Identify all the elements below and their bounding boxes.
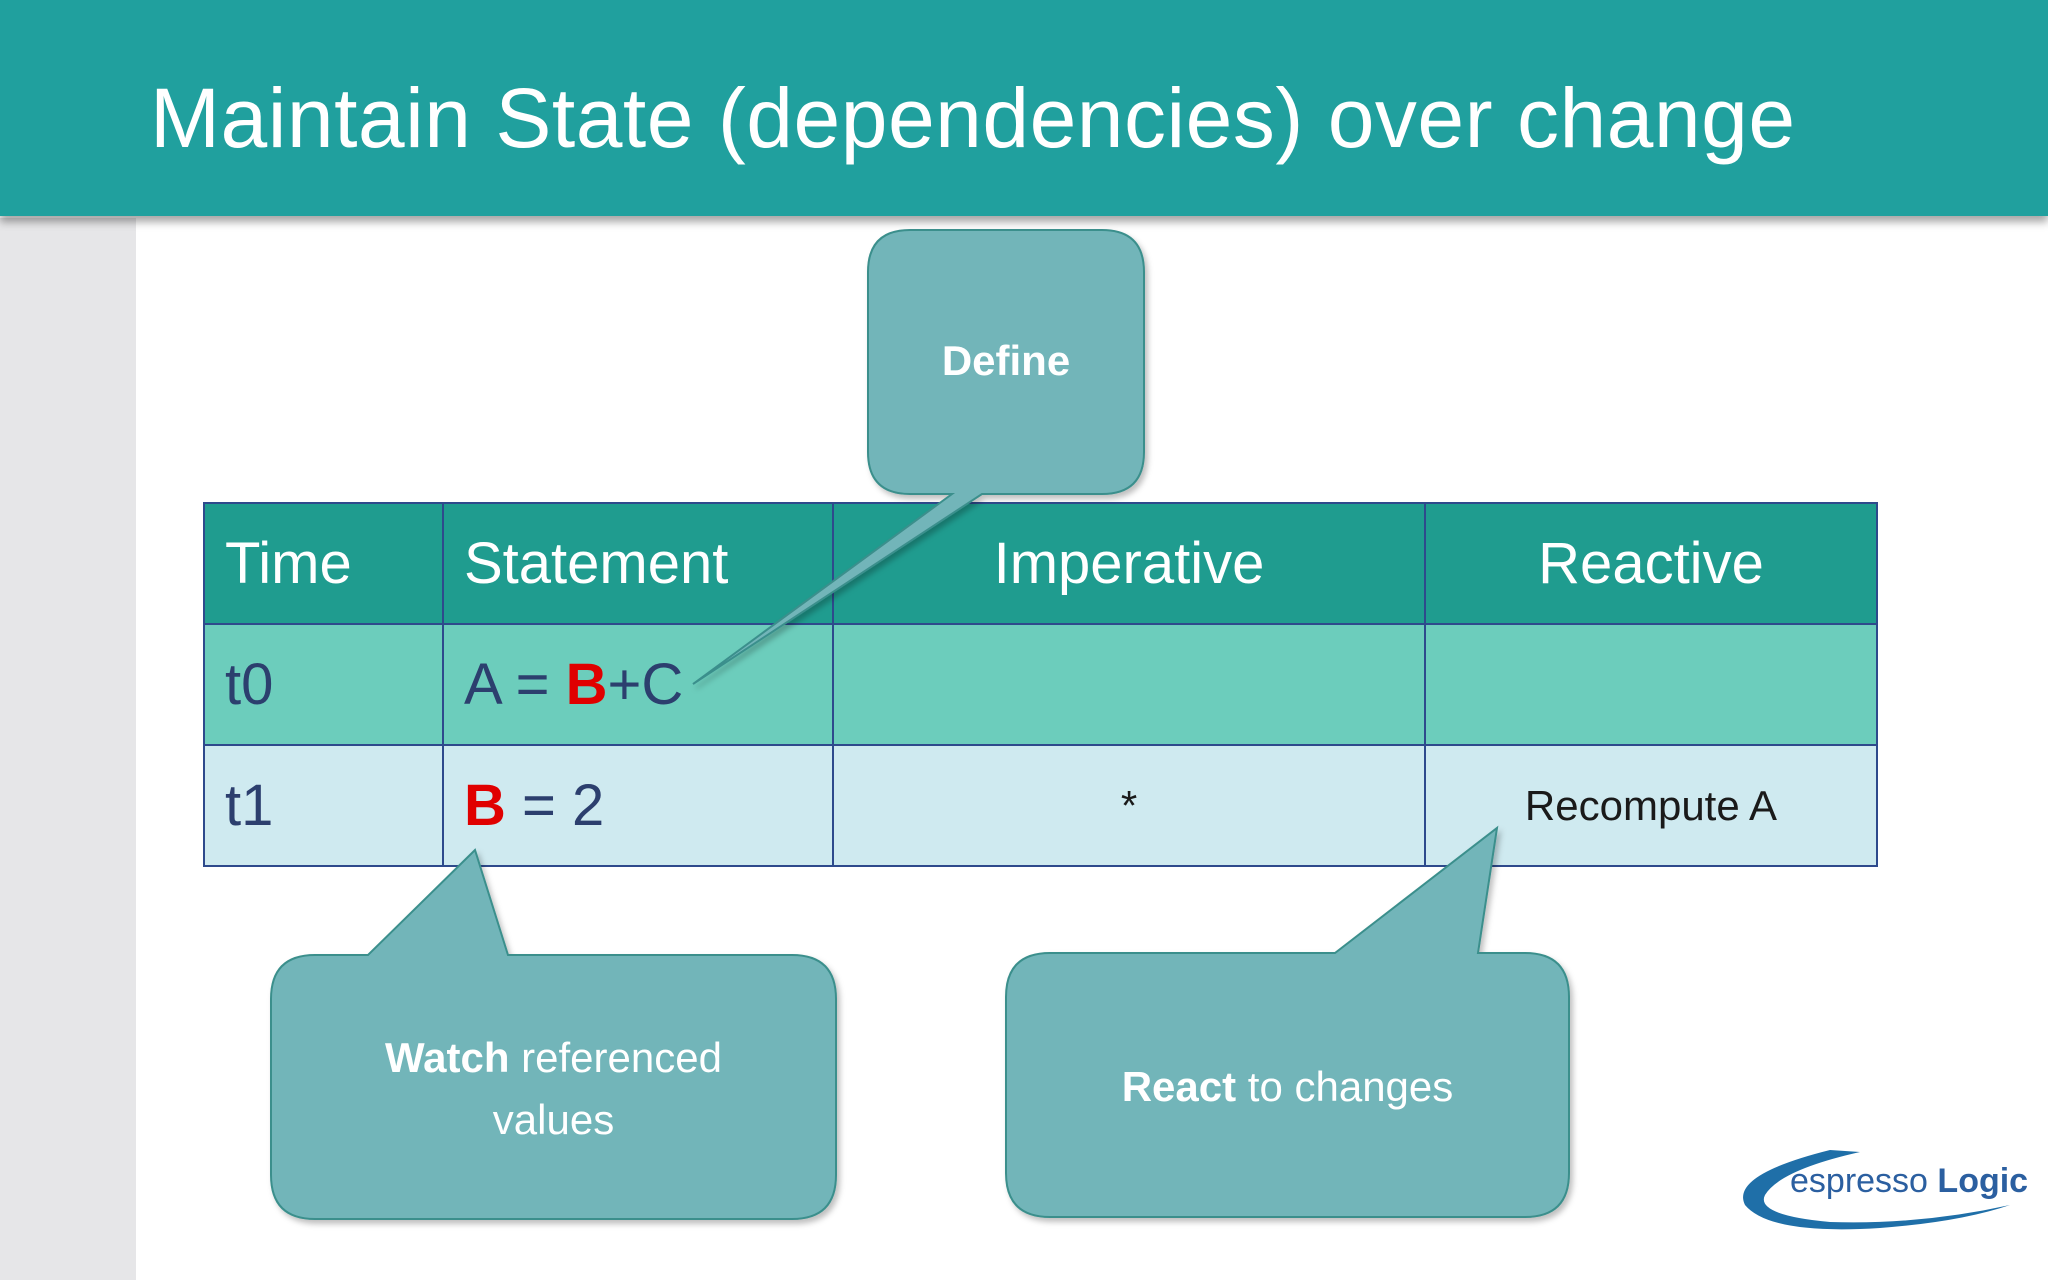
statement-highlight: B [464, 773, 506, 838]
statement-cell: A = B+C [442, 623, 834, 746]
time-cell: t0 [203, 623, 444, 746]
header-reactive: Reactive [1424, 502, 1878, 625]
left-margin-strip [0, 218, 136, 1280]
header-statement: Statement [442, 502, 834, 625]
react-callout-rest: to changes [1236, 1063, 1454, 1110]
reactive-cell: Recompute A [1424, 744, 1878, 867]
espresso-logic-logo: espresso Logic [1790, 1162, 2028, 1201]
watch-callout-label: Watch referenced values [271, 1027, 836, 1151]
time-cell: t1 [203, 744, 444, 867]
table-row: t0 A = B+C [203, 623, 1878, 746]
logo-word-logic: Logic [1937, 1162, 2029, 1200]
table-header-row: Time Statement Imperative Reactive [203, 502, 1878, 625]
watch-callout-rest: referenced [509, 1034, 722, 1081]
statement-highlight: B [565, 652, 608, 717]
define-callout [692, 229, 1145, 685]
header-imperative: Imperative [832, 502, 1426, 625]
define-callout-bold: Define [941, 337, 1071, 384]
slide-title: Maintain State (dependencies) over chang… [150, 71, 1796, 165]
table-row: t1 B = 2 * Recompute A [203, 744, 1878, 867]
react-callout-bold: React [1121, 1063, 1237, 1110]
watch-callout [270, 848, 837, 1220]
statement-text: +C [607, 652, 684, 717]
statement-cell: B = 2 [442, 744, 834, 867]
define-callout-label: Define [868, 330, 1144, 392]
react-callout [1005, 825, 1570, 1218]
statement-text: = 2 [505, 773, 605, 838]
imperative-cell: * [832, 744, 1426, 867]
watch-callout-bold: Watch [385, 1034, 510, 1081]
title-bar: Maintain State (dependencies) over chang… [0, 0, 2048, 216]
statement-text: A = [464, 652, 566, 717]
header-time: Time [203, 502, 444, 625]
imperative-cell [832, 623, 1426, 746]
react-callout-label: React to changes [1006, 1056, 1569, 1118]
logo-word-espresso: espresso [1790, 1162, 1928, 1200]
reactive-cell [1424, 623, 1878, 746]
state-table: Time Statement Imperative Reactive t0 A … [203, 502, 1878, 867]
watch-callout-line2: values [492, 1096, 615, 1143]
